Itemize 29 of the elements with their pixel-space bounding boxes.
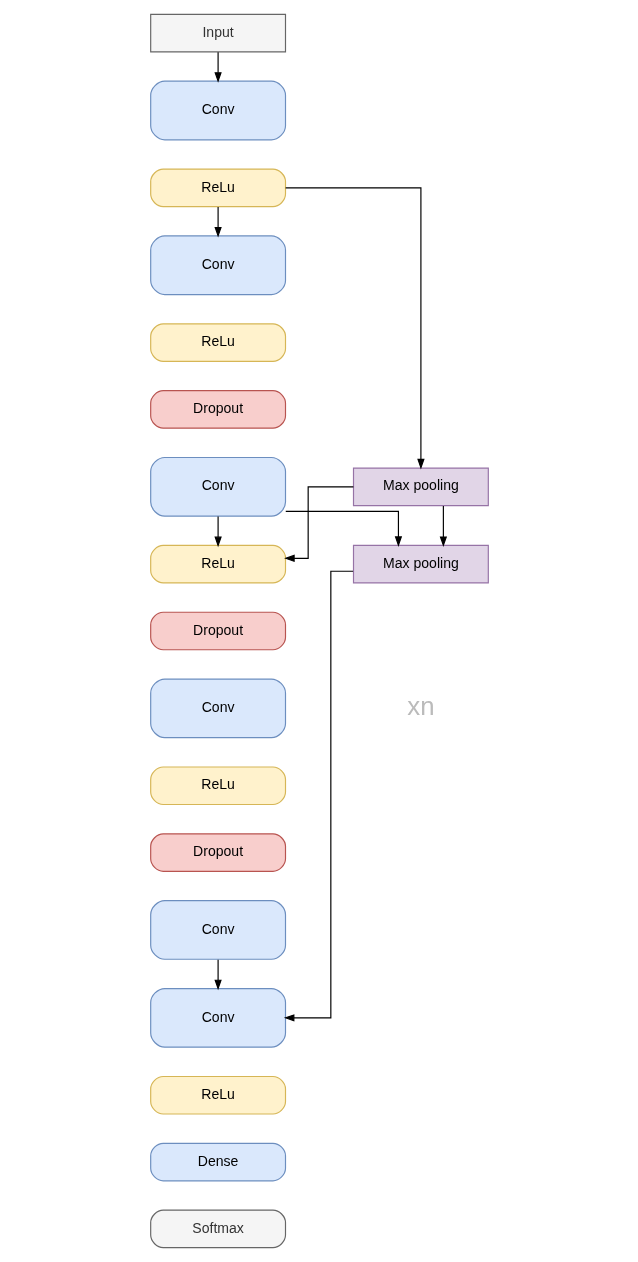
node-box: ReLu: [149, 323, 286, 362]
label: xn: [406, 691, 435, 720]
node-box: ReLu: [149, 168, 286, 208]
node-box: Dense: [149, 1142, 286, 1182]
node-box: Conv: [149, 456, 286, 517]
node-box: Max pooling: [352, 467, 489, 507]
node-box: Conv: [149, 678, 286, 739]
arrow: [284, 187, 425, 470]
node-box: Conv: [149, 235, 286, 296]
arrow: [213, 206, 222, 238]
node-box: Dropout: [149, 611, 286, 651]
arrow: [283, 486, 354, 562]
node-box: Conv: [149, 900, 286, 960]
node-box: ReLu: [149, 766, 286, 806]
node-box: Conv: [149, 80, 286, 141]
node-box: Dropout: [149, 390, 286, 429]
node-box: Softmax: [149, 1209, 286, 1249]
node-box: Input: [149, 13, 286, 53]
node-box: Dropout: [149, 833, 286, 872]
arrow: [283, 570, 354, 1022]
arrow: [439, 505, 447, 548]
arrow: [284, 510, 402, 547]
node-box: Max pooling: [352, 544, 489, 584]
node-box: ReLu: [149, 544, 286, 584]
arrow: [213, 515, 222, 548]
arrow: [213, 959, 222, 991]
node-box: ReLu: [149, 1075, 286, 1115]
node-box: Conv: [149, 987, 286, 1048]
arrow: [213, 51, 222, 83]
